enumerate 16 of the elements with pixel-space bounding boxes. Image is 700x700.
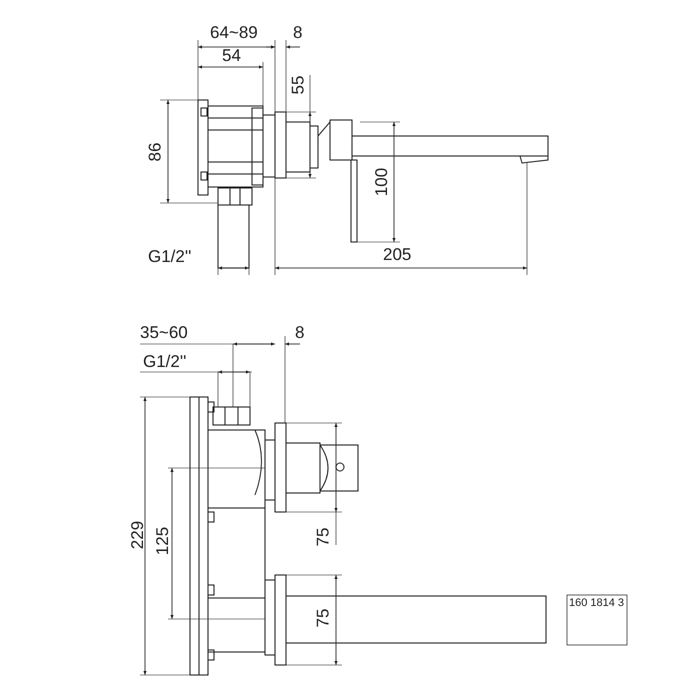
dimension-value: G1/2'': [143, 353, 186, 371]
dimension-value: 86: [146, 142, 164, 162]
dimension-value: 8: [295, 324, 304, 342]
dimension-value: 205: [383, 246, 412, 264]
article-number: 160 1814 3: [569, 597, 624, 609]
dimension-value: 54: [222, 47, 241, 65]
dimension-value: 35~60: [140, 324, 188, 342]
dimension-value: 75: [314, 608, 332, 628]
dimension-value: 8: [293, 24, 302, 42]
dimension-value: 229: [129, 520, 148, 550]
dimension-value: 64~89: [210, 24, 258, 42]
dimension-value: 125: [154, 526, 172, 556]
dimension-value: G1/2'': [148, 248, 192, 266]
dimension-value: 55: [288, 76, 307, 94]
dimension-value: 75: [314, 528, 332, 546]
dimension-value: 100: [373, 168, 392, 196]
